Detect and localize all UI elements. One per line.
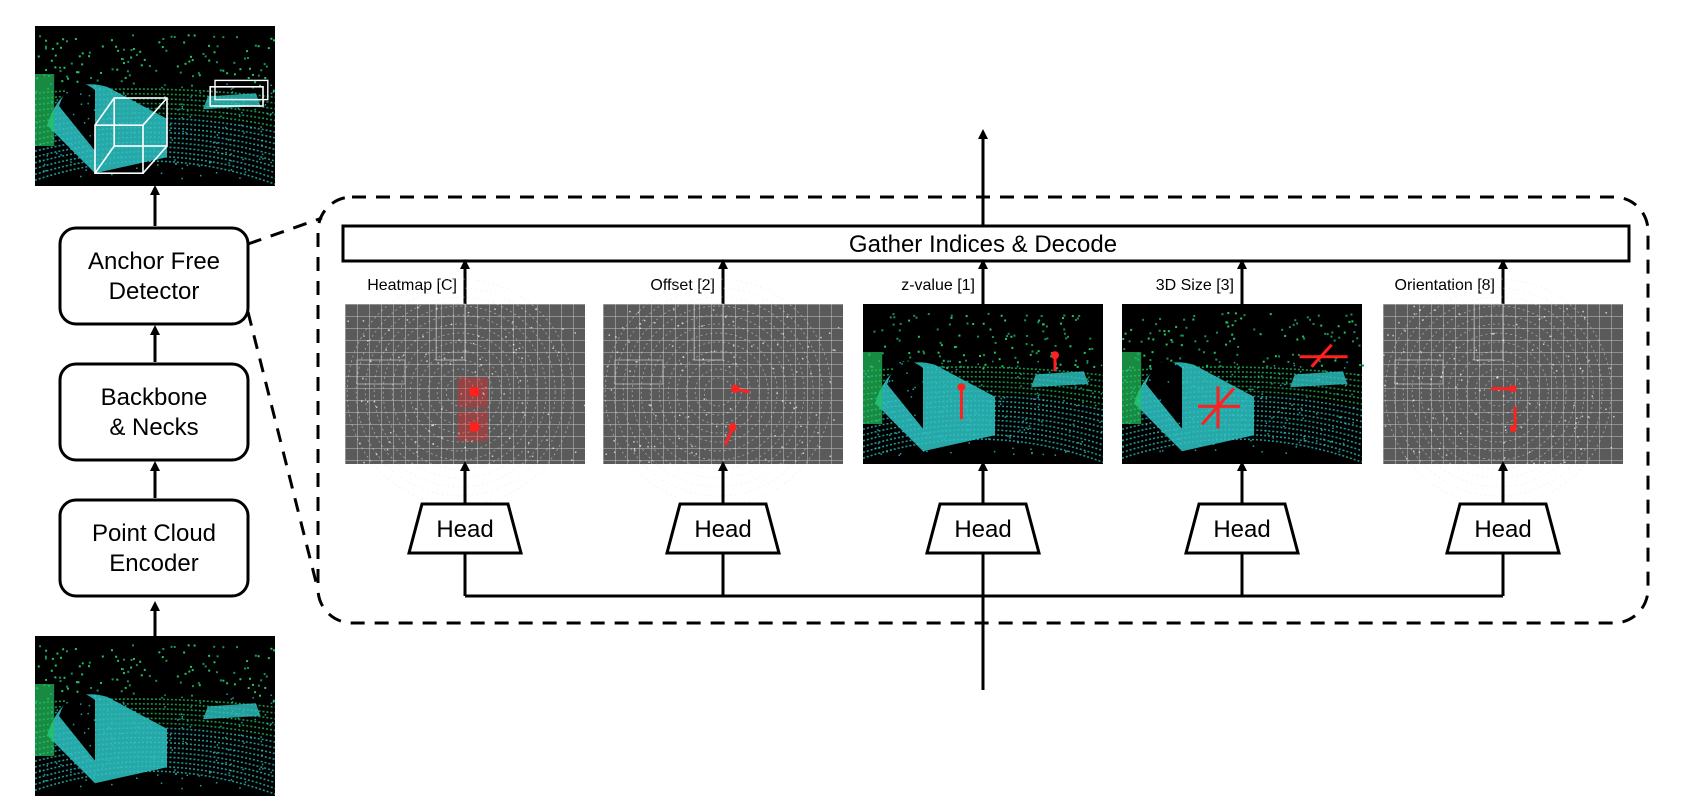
output-map-image bbox=[1383, 278, 1623, 506]
output-map-image bbox=[603, 278, 843, 506]
heatmap-peak bbox=[469, 422, 479, 432]
head-block: Head bbox=[407, 502, 523, 555]
output-label: Heatmap [C] bbox=[367, 277, 457, 294]
backbone-label-line2: & Necks bbox=[109, 414, 198, 441]
output-detection-image bbox=[34, 26, 276, 186]
head-label: Head bbox=[1213, 516, 1270, 543]
z-value-marker bbox=[957, 383, 966, 392]
orientation-marker bbox=[1510, 385, 1517, 392]
head-column-5: Orientation [8] Head bbox=[1383, 259, 1623, 596]
output-map-image bbox=[862, 304, 1104, 464]
output-label: 3D Size [3] bbox=[1156, 277, 1234, 294]
encoder-label-line2: Encoder bbox=[109, 550, 198, 577]
orientation-marker bbox=[1510, 425, 1517, 432]
output-label: Orientation [8] bbox=[1395, 277, 1496, 294]
size-axis bbox=[1310, 343, 1333, 368]
backbone-label-line1: Backbone bbox=[101, 384, 208, 411]
detector-label-line1: Anchor Free bbox=[88, 248, 220, 275]
head-label: Head bbox=[1474, 516, 1531, 543]
head-column-3: z-value [1] Head bbox=[862, 259, 1104, 596]
gather-decode-bar: Gather Indices & Decode bbox=[341, 224, 1631, 263]
backbone-necks-box: Backbone & Necks bbox=[58, 362, 250, 462]
output-map-image bbox=[345, 278, 586, 506]
input-point-cloud-image bbox=[34, 636, 276, 796]
z-value-marker bbox=[1051, 351, 1059, 360]
offset-vector bbox=[734, 387, 750, 394]
head-label: Head bbox=[954, 516, 1011, 543]
heatmap-peak bbox=[469, 387, 479, 397]
output-label: Offset [2] bbox=[650, 277, 715, 294]
output-map-image bbox=[1121, 304, 1364, 464]
gather-decode-label: Gather Indices & Decode bbox=[849, 231, 1117, 258]
head-label: Head bbox=[436, 516, 493, 543]
size-axis bbox=[1200, 387, 1236, 426]
point-cloud-encoder-box: Point Cloud Encoder bbox=[58, 498, 250, 598]
zoom-line-top bbox=[247, 216, 323, 246]
detector-label-line2: Detector bbox=[109, 278, 200, 305]
anchor-free-detector-box: Anchor Free Detector bbox=[58, 226, 250, 326]
head-block: Head bbox=[925, 502, 1041, 555]
head-column-4: 3D Size [3] Head bbox=[1121, 259, 1364, 596]
head-column-1: Heatmap [C] Head bbox=[345, 259, 586, 596]
offset-vector bbox=[724, 426, 734, 446]
head-block: Head bbox=[665, 502, 781, 555]
zoom-line-bottom bbox=[246, 311, 320, 591]
output-label: z-value [1] bbox=[901, 277, 975, 294]
encoder-label-line1: Point Cloud bbox=[92, 520, 216, 547]
head-label: Head bbox=[694, 516, 751, 543]
head-block: Head bbox=[1445, 502, 1561, 555]
head-column-2: Offset [2] Head bbox=[603, 259, 843, 596]
offset-marker bbox=[731, 384, 739, 393]
head-block: Head bbox=[1184, 502, 1300, 555]
